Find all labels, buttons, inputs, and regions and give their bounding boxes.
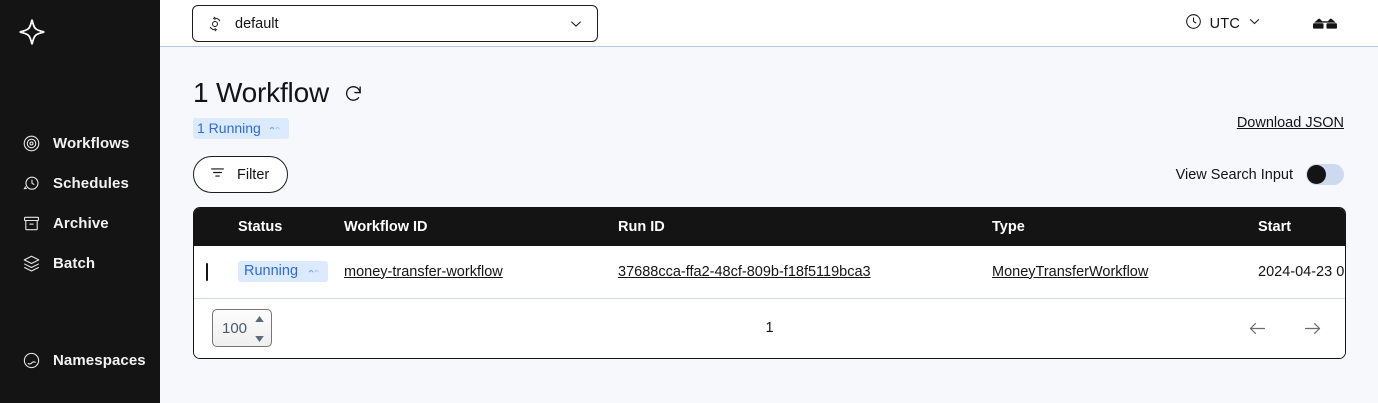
main-area: default UTC [160, 0, 1378, 403]
column-header-start[interactable]: Start [1258, 219, 1292, 235]
column-header-status[interactable]: Status [238, 219, 283, 235]
sidebar-item-label: Archive [53, 214, 109, 232]
status-badge-label: Running [244, 263, 299, 280]
page-title: 1 Workflow [193, 77, 329, 108]
controls-row: Filter View Search Input [193, 156, 1345, 193]
namespace-icon [205, 14, 225, 34]
workflow-type-link[interactable]: MoneyTransferWorkflow [992, 263, 1149, 280]
row-select-cell [194, 246, 238, 298]
page-number: 1 [765, 320, 774, 336]
content-area: 1 Workflow Download JSON 1 Running [160, 77, 1378, 359]
glasses-icon[interactable] [1312, 0, 1338, 47]
toggle-knob [1307, 165, 1326, 184]
sidebar: Workflows Schedules [0, 0, 160, 403]
cell-status: Running [238, 246, 344, 298]
batch-icon [21, 253, 41, 273]
row-checkbox[interactable] [206, 262, 208, 281]
table-row[interactable]: Running mon [194, 246, 1345, 298]
sidebar-item-label: Batch [53, 254, 96, 272]
column-header-run-id[interactable]: Run ID [618, 219, 665, 235]
column-header-workflow-id[interactable]: Workflow ID [344, 219, 428, 235]
sidebar-item-batch[interactable]: Batch [0, 246, 160, 280]
table-footer: 100 1 [194, 298, 1345, 358]
status-badge-running[interactable]: 1 Running [193, 118, 289, 139]
view-search-input-toggle[interactable]: View Search Input [1176, 164, 1344, 185]
spinner-icon [269, 122, 282, 135]
cell-start: 2024-04-23 0 [1258, 263, 1345, 280]
workflows-icon [21, 133, 41, 153]
schedules-icon [21, 173, 41, 193]
status-badge[interactable]: Running [238, 261, 329, 283]
temporal-logo[interactable] [16, 16, 48, 48]
page-size-select[interactable]: 100 [212, 309, 272, 347]
title-row: 1 Workflow [193, 77, 1345, 109]
arrow-left-icon[interactable] [1246, 317, 1268, 339]
run-id-link[interactable]: 37688cca-ffa2-48cf-809b-f18f5119bca3 [618, 263, 871, 280]
archive-icon [21, 213, 41, 233]
workflow-id-link[interactable]: money-transfer-workflow [344, 263, 503, 280]
sidebar-item-label: Workflows [53, 134, 130, 152]
timezone-select[interactable]: UTC [1184, 0, 1262, 47]
status-badge-label: 1 Running [197, 120, 261, 136]
arrow-right-icon[interactable] [1301, 317, 1323, 339]
sidebar-item-workflows[interactable]: Workflows [0, 126, 160, 160]
filter-button[interactable]: Filter [193, 156, 289, 193]
stepper-arrows-icon [255, 309, 264, 347]
sidebar-secondary-nav: Namespaces [0, 343, 160, 377]
namespace-value: default [235, 15, 279, 32]
timezone-label: UTC [1209, 15, 1240, 32]
select-all-header [194, 208, 238, 246]
sidebar-item-schedules[interactable]: Schedules [0, 166, 160, 200]
clock-icon [1184, 12, 1203, 36]
cell-workflow-id: money-transfer-workflow [344, 246, 618, 298]
cell-type: MoneyTransferWorkflow [992, 246, 1258, 298]
sidebar-item-archive[interactable]: Archive [0, 206, 160, 240]
pagination-controls [1246, 299, 1323, 358]
namespaces-icon [21, 350, 41, 370]
column-header-type[interactable]: Type [992, 219, 1025, 235]
sidebar-item-label: Schedules [53, 174, 129, 192]
spinner-icon [307, 265, 320, 278]
chevron-down-icon [1247, 14, 1262, 34]
table-header-row: Status Workflow ID Run ID Type Start [194, 208, 1345, 246]
page-size-value: 100 [222, 319, 248, 337]
toggle-switch[interactable] [1306, 164, 1344, 185]
filter-icon [209, 164, 226, 186]
cell-run-id: 37688cca-ffa2-48cf-809b-f18f5119bca3 [618, 246, 992, 298]
view-search-input-label: View Search Input [1175, 166, 1293, 183]
top-bar: default UTC [160, 0, 1378, 47]
workflows-table: Status Workflow ID Run ID Type Start [193, 207, 1346, 359]
sidebar-item-label: Namespaces [53, 351, 146, 369]
chevron-down-icon [567, 15, 585, 33]
download-json-link[interactable]: Download JSON [1236, 115, 1344, 131]
refresh-icon[interactable] [343, 82, 365, 104]
namespace-select[interactable]: default [192, 5, 598, 42]
filter-button-label: Filter [237, 166, 270, 183]
sidebar-item-namespaces[interactable]: Namespaces [0, 343, 160, 377]
sidebar-primary-nav: Workflows Schedules [0, 126, 160, 286]
